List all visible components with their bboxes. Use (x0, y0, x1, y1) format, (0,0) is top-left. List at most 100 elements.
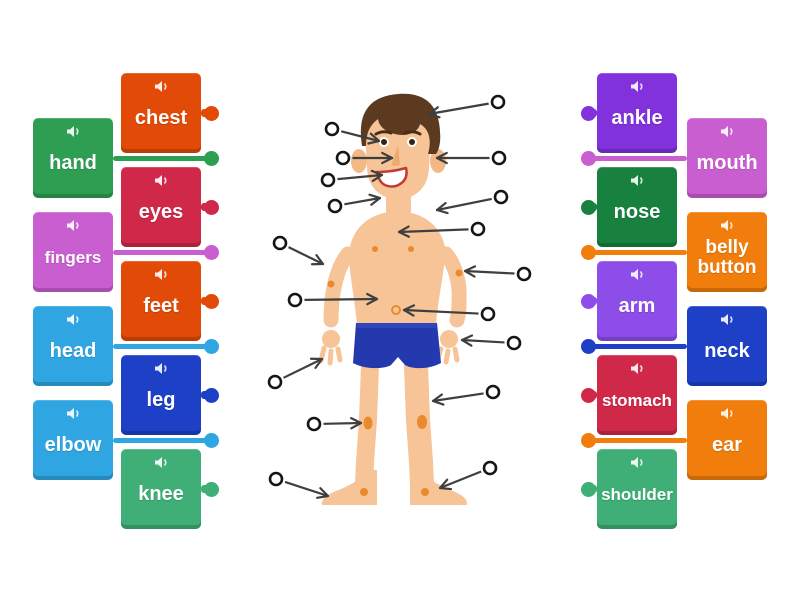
arrow-head (397, 225, 410, 234)
word-tile-nose[interactable]: nose (597, 167, 677, 247)
speaker-button[interactable] (66, 407, 81, 420)
drop-zone-neck (327, 193, 382, 214)
arrow-head (366, 297, 379, 306)
speaker-button[interactable] (630, 456, 645, 469)
arrow-line (340, 130, 380, 143)
speaker-icon (720, 314, 733, 325)
word-tile-ankle[interactable]: ankle (597, 73, 677, 153)
speaker-button[interactable] (154, 268, 169, 281)
arrow-head (435, 156, 448, 165)
word-tile-chest[interactable]: chest (121, 73, 201, 153)
word-tile-mouth[interactable]: mouth (687, 118, 767, 198)
shorts (353, 323, 441, 369)
speaker-icon (720, 408, 733, 419)
speaker-button[interactable] (66, 313, 81, 326)
tile-connector-dot (203, 105, 219, 121)
arrow-head (402, 304, 416, 312)
arrow-line (323, 421, 362, 425)
drop-target-circle-belly-button[interactable] (480, 306, 496, 322)
speaker-button[interactable] (720, 125, 735, 138)
tile-label: knee (138, 483, 184, 506)
word-tile-hand[interactable]: hand (33, 118, 113, 198)
drop-target-circle-leg[interactable] (485, 384, 501, 400)
word-tile-leg[interactable]: leg (121, 355, 201, 435)
drop-target-circle-shoulder[interactable] (493, 189, 509, 205)
drop-target-circle-knee[interactable] (306, 416, 322, 432)
speaker-button[interactable] (630, 268, 645, 281)
tile-connector-line (588, 249, 687, 255)
drop-target-circle-feet[interactable] (268, 471, 284, 487)
word-tile-feet[interactable]: feet (121, 261, 201, 341)
drop-target-circle-nose[interactable] (335, 150, 351, 166)
speaker-button[interactable] (154, 174, 169, 187)
drop-zone-arm (272, 235, 325, 266)
drop-target-circle-head[interactable] (490, 94, 506, 110)
speaker-button[interactable] (66, 219, 81, 232)
arrow-head (435, 151, 448, 160)
speaker-button[interactable] (720, 407, 735, 420)
speaker-button[interactable] (630, 80, 645, 93)
arrow-line (344, 196, 381, 206)
speaker-button[interactable] (154, 362, 169, 375)
drop-target-circle-ear[interactable] (491, 150, 507, 166)
word-tile-neck[interactable]: neck (687, 306, 767, 386)
arrow-line (304, 297, 378, 301)
speaker-button[interactable] (630, 362, 645, 375)
drop-zone-knee (306, 416, 363, 432)
drop-target-circle-neck[interactable] (327, 198, 343, 214)
tile-label: hand (49, 152, 97, 175)
tile-connector-dot (203, 150, 219, 166)
speaker-button[interactable] (720, 219, 735, 232)
drop-target-circle-chest[interactable] (470, 221, 486, 237)
speaker-icon (154, 269, 167, 280)
speaker-icon (66, 126, 79, 137)
speaker-icon (720, 126, 733, 137)
word-tile-ear[interactable]: ear (687, 400, 767, 480)
drop-zone-fingers (267, 357, 324, 390)
arrow-head (381, 156, 394, 165)
speaker-icon (66, 220, 79, 231)
drop-target-circle-stomach[interactable] (287, 292, 303, 308)
speaker-button[interactable] (66, 125, 81, 138)
arrow-head (371, 173, 384, 183)
drop-target-circle-hand[interactable] (506, 335, 522, 351)
drop-target-circle-eyes[interactable] (324, 121, 340, 137)
tile-label: elbow (44, 434, 102, 457)
drop-target-circle-arm[interactable] (272, 235, 288, 251)
arrow-head (431, 393, 443, 403)
drop-target-circle-ankle[interactable] (482, 460, 498, 476)
arrow-head (366, 292, 379, 301)
word-tile-eyes[interactable]: eyes (121, 167, 201, 247)
arrow-head (370, 196, 382, 206)
tile-label: fingers (44, 247, 102, 267)
drop-target-circle-mouth[interactable] (320, 172, 336, 188)
word-tile-shoulder[interactable]: shoulder (597, 449, 677, 529)
drop-zone-shoulder (435, 189, 509, 215)
word-tile-knee[interactable]: knee (121, 449, 201, 529)
arrow-head (431, 399, 445, 406)
word-tile-head[interactable]: head (33, 306, 113, 386)
drop-target-circle-fingers[interactable] (267, 374, 283, 390)
arrow-head (438, 486, 453, 491)
tile-connector-line (588, 343, 687, 349)
drop-target-circle-elbow[interactable] (516, 266, 532, 282)
word-tile-stomach[interactable]: stomach (597, 355, 677, 435)
speaker-button[interactable] (154, 456, 169, 469)
arrow-head (350, 421, 363, 430)
arrow-head (402, 308, 415, 317)
arrow-head (319, 487, 330, 498)
word-tile-fingers[interactable]: fingers (33, 212, 113, 292)
speaker-button[interactable] (720, 313, 735, 326)
drop-zone-chest (397, 221, 486, 238)
word-tile-belly-button[interactable]: belly button (687, 212, 767, 292)
word-tile-elbow[interactable]: elbow (33, 400, 113, 480)
word-tile-arm[interactable]: arm (597, 261, 677, 341)
tile-label: neck (704, 340, 750, 363)
tile-label: mouth (696, 152, 758, 175)
speaker-button[interactable] (154, 80, 169, 93)
drop-zone-head (427, 94, 506, 119)
tile-label: shoulder (601, 484, 673, 504)
speaker-button[interactable] (630, 174, 645, 187)
arrow-head (314, 357, 324, 369)
tile-connector-dot (580, 199, 596, 215)
